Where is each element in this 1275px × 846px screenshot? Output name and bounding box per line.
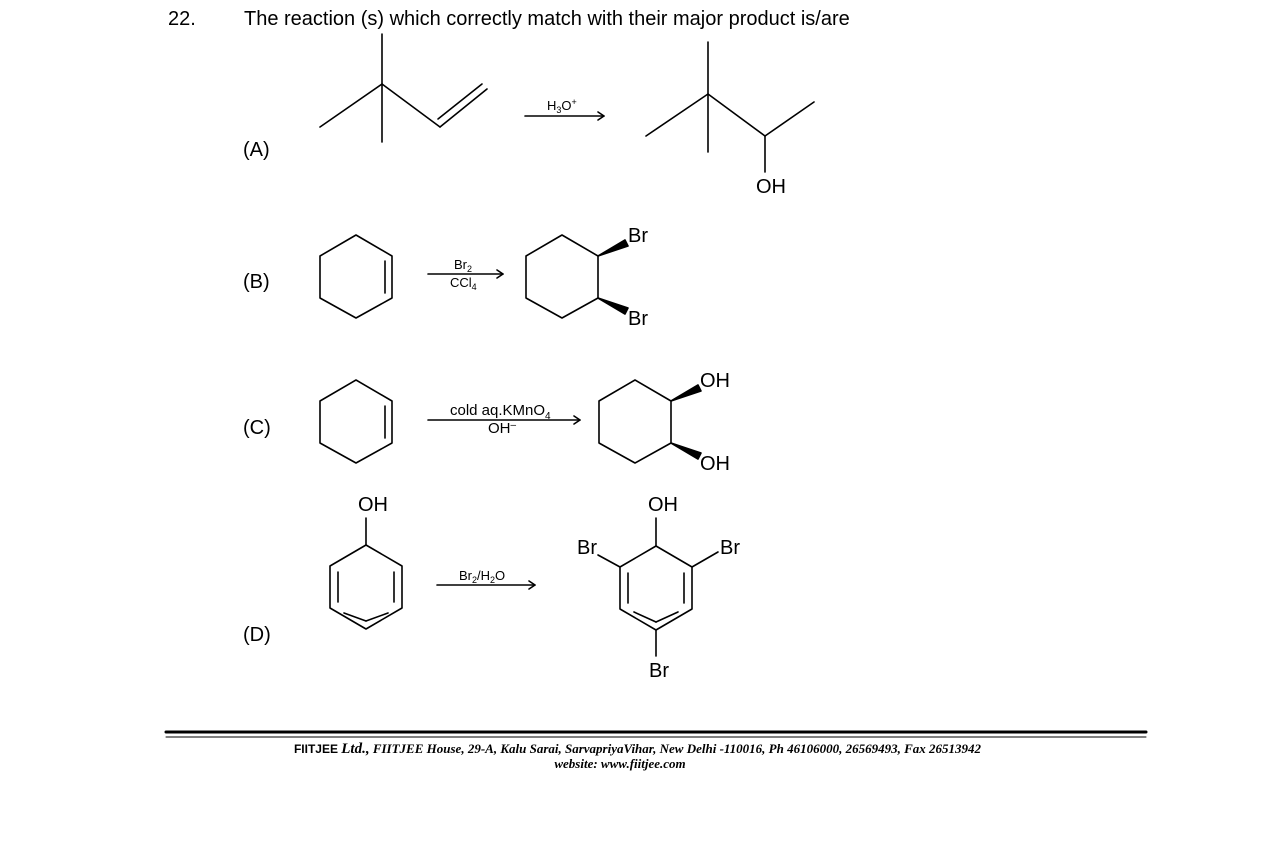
footer-address-text: FIITJEE House, 29-A, Kalu Sarai, Sarvapr… [372,741,982,756]
option-a-product [645,41,815,173]
option-a-arrow [524,111,605,121]
option-c-arrow [427,415,581,425]
option-c-product-oh-bottom: OH [700,453,730,475]
option-d-product-br-bottom: Br [649,660,669,682]
option-c-reactant [319,379,393,464]
footer-ltd: Ltd., [341,741,370,757]
option-d-product-br-left: Br [577,537,597,559]
option-c-product-oh-top: OH [700,370,730,392]
option-b-product-br-top: Br [628,225,648,247]
option-c-reagent-top: cold aq.KMnO4 [450,402,551,422]
option-d-product [597,517,719,657]
question-number: 22. [168,8,196,30]
option-b-reactant [319,234,393,319]
option-a-product-oh: OH [756,176,786,198]
option-c-label: (C) [243,417,271,439]
option-d-product-oh: OH [648,494,678,516]
option-d-reactant-oh: OH [358,494,388,516]
option-b-reagent-bottom: CCl4 [450,275,477,292]
option-a-label: (A) [243,139,270,161]
option-c-product [598,379,702,464]
option-b-arrow [427,269,504,279]
option-d-label: (D) [243,624,271,646]
option-d-reactant [329,517,403,630]
option-d-product-br-right: Br [720,537,740,559]
footer-address: FIITJEE Ltd., FIITJEE House, 29-A, Kalu … [0,741,1275,758]
option-a-reactant [319,33,488,143]
option-b-reagent-top: Br2 [454,257,472,274]
option-a-reagent: H3O+ [547,97,577,115]
option-d-reagent: Br2/H2O [459,568,505,585]
option-b-product-br-bottom: Br [628,308,648,330]
option-b-product [525,234,629,319]
option-d-arrow [436,580,536,590]
option-b-label: (B) [243,271,270,293]
option-c-reagent-bottom: OH– [488,420,517,437]
question-text: The reaction (s) which correctly match w… [244,8,850,30]
footer-website: website: www.fiitjee.com [554,756,686,771]
footer-brand: FIITJEE [293,742,338,756]
